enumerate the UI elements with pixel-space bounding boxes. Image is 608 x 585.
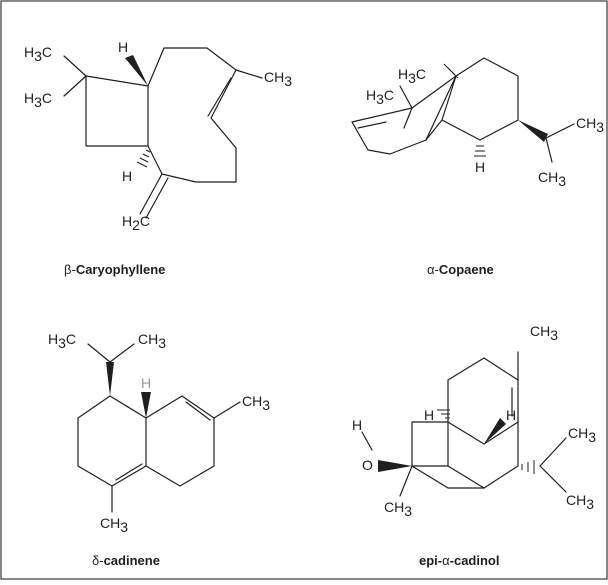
caption-cadinol: epi-α-cadinol: [419, 553, 499, 568]
label-h: H: [424, 407, 434, 423]
label-ch3: CH3: [384, 499, 412, 519]
label-o: O: [362, 457, 373, 473]
structure-caryophyllene: H3C H3C H CH3 H H2C β-Caryophyllene: [24, 39, 292, 277]
structure-cadinene: H3C CH3 H CH3 CH3 δ-cadinene: [48, 331, 270, 568]
label-h: H: [475, 159, 485, 175]
label-h-gray: H: [141, 375, 151, 391]
structure-cadinol: CH3 H H H O CH3 CH3 CH3 epi-α-cadinol: [352, 323, 596, 568]
label-ch3: CH3: [264, 69, 292, 89]
label-h3c: H3C: [398, 66, 426, 86]
label-h3c: H3C: [366, 87, 394, 107]
label-ch3: CH3: [576, 115, 604, 135]
caption-copaene: α-Copaene: [427, 262, 494, 277]
label-h: H: [506, 407, 516, 423]
label-ch3: CH3: [242, 393, 270, 413]
label-ch3: CH3: [138, 331, 166, 351]
label-ch3: CH3: [530, 323, 558, 343]
label-h3c: H3C: [24, 90, 52, 110]
label-h3c: H3C: [24, 44, 52, 64]
label-ch3: CH3: [566, 492, 594, 512]
structure-copaene: H3C H3C CH3 CH3 H α-Copaene: [351, 57, 604, 277]
label-ch3: CH3: [568, 425, 596, 445]
label-ch3: CH3: [538, 169, 566, 189]
label-h: H: [118, 39, 128, 55]
label-h: H: [122, 168, 132, 184]
caption-caryophyllene: β-Caryophyllene: [64, 262, 165, 277]
caption-cadinene: δ-cadinene: [92, 553, 160, 568]
label-h3c: H3C: [48, 331, 76, 351]
label-h2c: H2C: [122, 213, 150, 233]
label-ch3: CH3: [100, 515, 128, 535]
label-h: H: [352, 417, 362, 433]
